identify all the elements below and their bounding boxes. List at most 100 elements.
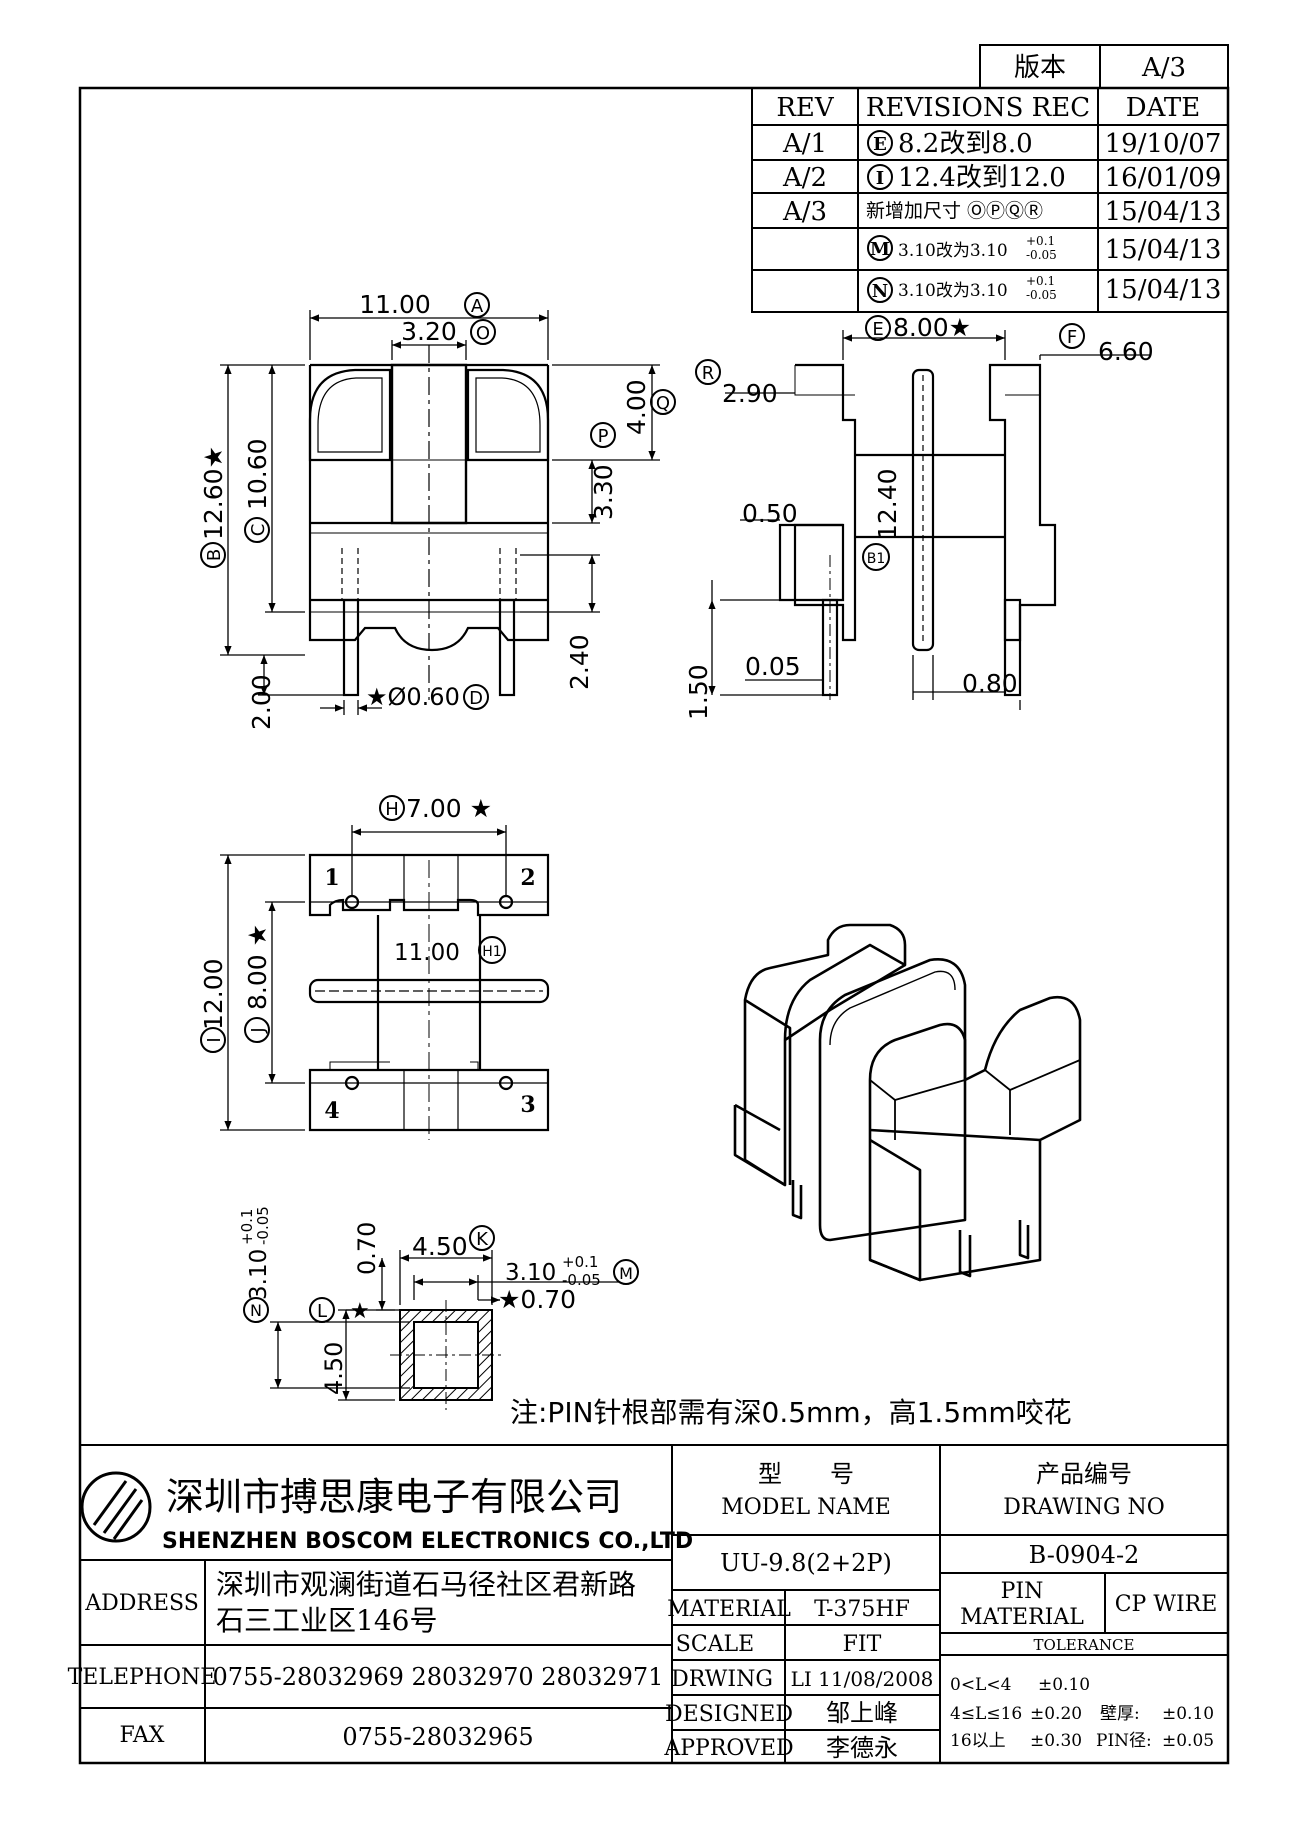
telephone-label: TELEPHONE xyxy=(68,1665,217,1690)
dim-bottom-pitch: 7.00 ★ xyxy=(406,794,492,823)
dim-sec-core-up: +0.1 xyxy=(562,1253,598,1271)
dim-slot-depth: 3.30 xyxy=(589,464,618,520)
pin-material-value: CP WIRE xyxy=(1115,1592,1218,1617)
fax-label: FAX xyxy=(120,1723,165,1748)
dim-bottom-total-mark: I xyxy=(204,1037,225,1042)
pin-3-label: 3 xyxy=(520,1092,535,1118)
dim-sec-top: 0.70 xyxy=(353,1222,381,1275)
revision-table xyxy=(751,87,1229,313)
dim-sec-side-mark: N xyxy=(250,1301,262,1320)
rev-row-2-mark: I xyxy=(876,168,884,189)
dim-flange-h-mark: Q xyxy=(656,393,670,414)
rev-rec-header: REVISIONS REC xyxy=(866,93,1090,123)
dim-side-pin: 1.50 xyxy=(684,664,713,720)
dim-side-gap: 0.05 xyxy=(745,652,801,681)
dim-sec-h: 4.50 xyxy=(320,1342,348,1395)
dim-sec-side-down: -0.05 xyxy=(254,1206,272,1245)
title-block xyxy=(80,1444,1228,1763)
dim-side-total-mark: F xyxy=(1067,327,1077,348)
dim-bottom-inner: 8.00 ★ xyxy=(243,924,272,1010)
dim-side-height-mark: B1 xyxy=(867,551,886,567)
company-name-en: SHENZHEN BOSCOM ELECTRONICS CO.,LTD xyxy=(162,1529,693,1554)
front-view xyxy=(308,345,550,700)
dim-slot-depth-mark: P xyxy=(598,426,609,447)
dim-top-width-mark: A xyxy=(471,296,484,317)
rev-row-3-date: 15/04/13 xyxy=(1105,197,1222,227)
front-view-dimensions xyxy=(220,310,660,715)
pin-4-label: 4 xyxy=(324,1098,339,1124)
process-note: 注:PIN针根部需有深0.5mm，高1.5mm咬花 xyxy=(510,1396,1072,1429)
tol-row-3-extra-label: PIN径: xyxy=(1096,1731,1152,1751)
dim-bottom-total: 12.00 xyxy=(199,958,228,1030)
dim-pin-root: 2.40 xyxy=(565,634,594,690)
material-label: MATERIAL xyxy=(667,1597,791,1622)
rev-row-4-tol-up: +0.1 xyxy=(1026,234,1055,248)
designed-value: 邹上峰 xyxy=(826,1699,898,1727)
dim-top-slot-mark: O xyxy=(476,323,490,344)
telephone-value: 0755-28032969 28032970 28032971 xyxy=(213,1663,664,1691)
dim-bottom-core-mark: H1 xyxy=(482,944,501,960)
rev-row-4-tol-down: -0.05 xyxy=(1026,248,1057,262)
scale-value: FIT xyxy=(843,1632,882,1657)
dim-side-height: 12.40 xyxy=(873,468,902,540)
tol-row-3-extra-value: ±0.05 xyxy=(1162,1731,1214,1751)
dim-sec-core: 3.10 xyxy=(505,1260,556,1286)
dim-side-wall: 0.50 xyxy=(742,499,798,528)
dim-sec-wall: ★0.70 xyxy=(498,1285,576,1314)
approved-label: APPROVED xyxy=(663,1736,793,1761)
dim-side-flange: 2.90 xyxy=(722,379,778,408)
company-logo xyxy=(80,1471,152,1543)
rev-row-1-date: 19/10/07 xyxy=(1105,129,1222,159)
tol-row-2-extra-value: ±0.10 xyxy=(1162,1704,1214,1724)
approved-value: 李德永 xyxy=(826,1734,898,1762)
drawing-no-en: DRAWING NO xyxy=(1003,1495,1165,1520)
rev-row-2-rev: A/2 xyxy=(782,163,827,193)
dim-top-width: 11.00 xyxy=(359,290,431,319)
dim-sec-core-down: -0.05 xyxy=(562,1271,601,1289)
side-view-dimensions xyxy=(708,330,1150,710)
tolerance-label: TOLERANCE xyxy=(1034,1636,1135,1654)
rev-row-5-text: 3.10改为3.10 xyxy=(898,281,1008,301)
drawing-no-cn: 产品编号 xyxy=(1036,1460,1132,1488)
side-view xyxy=(778,363,1057,700)
rev-row-4-text: 3.10改为3.10 xyxy=(898,241,1008,261)
tol-row-2-value: ±0.20 xyxy=(1030,1704,1082,1724)
drawing-no-value: B-0904-2 xyxy=(1029,1541,1140,1569)
pin-2-label: 2 xyxy=(520,865,535,891)
star-mark: ★ xyxy=(350,1299,370,1324)
tol-row-3-range: 16以上 xyxy=(950,1731,1006,1751)
pin-material-label-2: MATERIAL xyxy=(960,1605,1084,1630)
designed-label: DESIGNED xyxy=(665,1702,793,1727)
dim-sec-core-mark: M xyxy=(619,1264,633,1283)
company-name-cn: 深圳市搏思康电子有限公司 xyxy=(166,1475,622,1519)
rev-header: REV xyxy=(776,93,835,123)
dim-height-inner: 10.60 xyxy=(243,438,272,510)
dim-bottom-inner-mark: J xyxy=(248,1027,269,1033)
bottom-view xyxy=(308,853,550,1140)
pin-1-label: 1 xyxy=(324,865,339,891)
tol-row-3-value: ±0.30 xyxy=(1030,1731,1082,1751)
dim-side-width-mark: E xyxy=(872,319,883,340)
rev-row-4-mark: M xyxy=(870,239,890,260)
fax-value: 0755-28032965 xyxy=(342,1723,533,1751)
model-name-cn: 型 号 xyxy=(758,1460,854,1488)
dim-bottom-core: 11.00 xyxy=(394,940,460,966)
rev-row-2-text: 12.4改到12.0 xyxy=(898,163,1066,193)
section-view xyxy=(390,1300,502,1410)
rev-row-3-rev: A/3 xyxy=(782,197,827,227)
drwing-label: DRWING xyxy=(671,1667,773,1692)
rev-row-1-text: 8.2改到8.0 xyxy=(898,129,1033,159)
rev-row-1-rev: A/1 xyxy=(782,129,827,159)
pin-material-label-1: PIN xyxy=(1001,1579,1044,1604)
dim-top-slot: 3.20 xyxy=(401,317,457,346)
dim-sec-side: 3.10 xyxy=(246,1249,272,1300)
rev-row-4-date: 15/04/13 xyxy=(1105,235,1222,265)
section-view-dimensions xyxy=(270,1250,620,1401)
rev-row-5-mark: N xyxy=(872,281,888,302)
bottom-view-dimensions xyxy=(220,825,507,1131)
address-line-1: 深圳市观澜街道石马径社区君新路 xyxy=(216,1568,636,1601)
material-value: T-375HF xyxy=(814,1597,910,1622)
tol-row-2-extra-label: 壁厚: xyxy=(1100,1704,1140,1724)
sheet-border xyxy=(78,86,1230,1765)
